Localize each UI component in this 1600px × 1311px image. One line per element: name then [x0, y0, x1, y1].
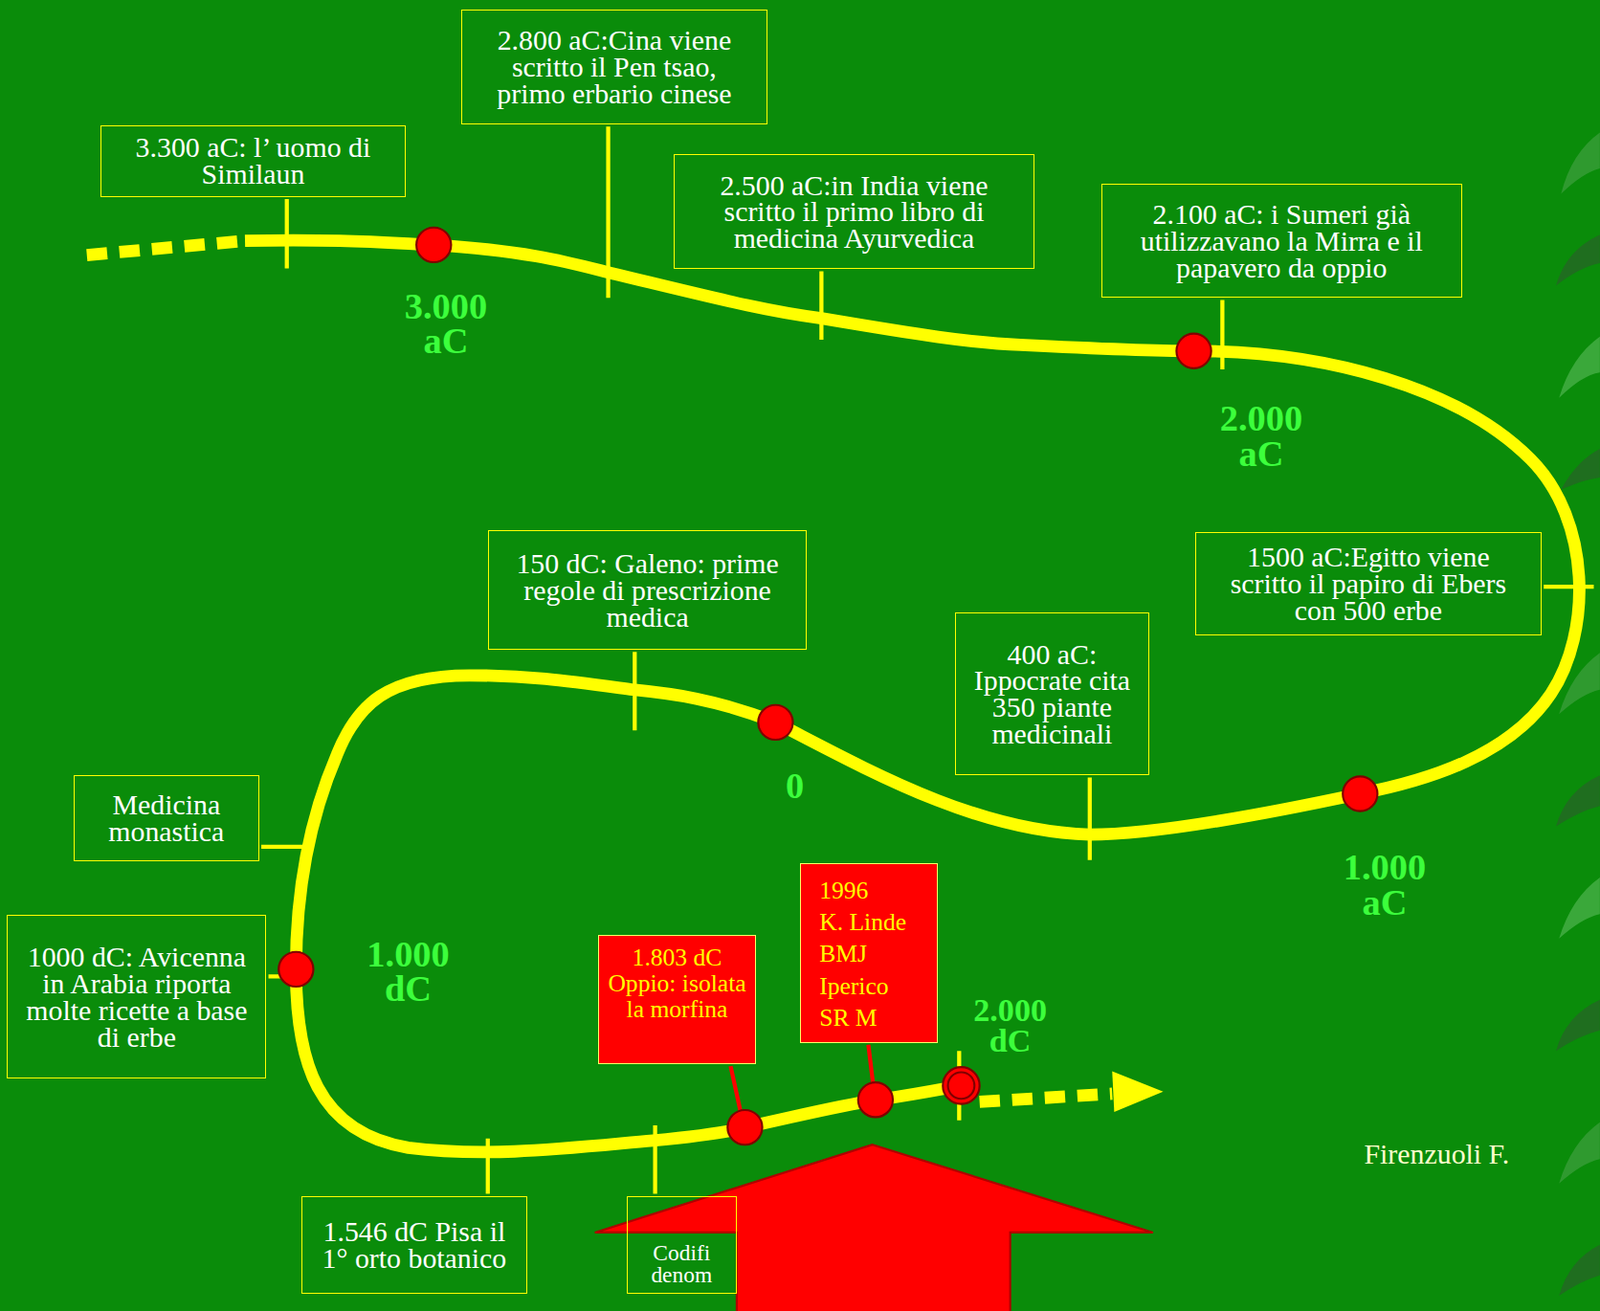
event-box: 150 dC: Galeno: prime regole di prescriz… [488, 530, 808, 650]
event-text: 1000 dC: Avicenna in Arabia riporta molt… [16, 943, 258, 1050]
event-box: 2.100 aC: i Sumeri già utilizzavano la M… [1101, 183, 1463, 298]
event-dot [727, 1110, 762, 1145]
event-text: 2.100 aC: i Sumeri già utilizzavano la M… [1115, 200, 1447, 281]
author-credit: Firenzuoli F. [1334, 1140, 1539, 1168]
era-dot [1176, 333, 1211, 369]
event-text: 1500 aC:Egitto viene scritto il papiro d… [1207, 543, 1529, 623]
event-text: 2.500 aC:in India viene scritto il primo… [688, 172, 1021, 252]
event-text: K. Linde [819, 906, 929, 938]
palm-leaf [1560, 448, 1600, 490]
event-text: SR M [819, 1001, 929, 1034]
era-dot [757, 705, 793, 740]
era-dot [1342, 776, 1378, 811]
era-label: 1.000 aC [1328, 849, 1441, 920]
event-box: 400 aC: Ippocrate cita 350 piante medici… [955, 612, 1150, 777]
event-text: 2.800 aC:Cina viene scritto il Pen tsao,… [476, 26, 753, 107]
event-text: Codifi denom [631, 1242, 733, 1288]
dot-ring [948, 1072, 976, 1100]
event-text: 3.300 aC: l’ uomo di Similaun [121, 133, 385, 189]
event-box: 1500 aC:Egitto viene scritto il papiro d… [1195, 532, 1543, 637]
big-arrow [595, 1144, 1154, 1311]
palm-leaf [1560, 133, 1600, 195]
palm-leaf [1555, 775, 1600, 826]
hidden-event-box: Codifi denom [626, 1196, 737, 1294]
event-box: 1.546 dC Pisa il 1° orto botanico [301, 1196, 529, 1294]
palm-leaf [1558, 1122, 1600, 1184]
era-dot [942, 1066, 979, 1104]
palm-leaf [1558, 336, 1600, 399]
timeline-curve [244, 240, 1579, 1153]
palm-leaf [1558, 1244, 1600, 1296]
era-label: 1.000 dC [352, 936, 465, 1007]
event-text: 1.803 dC Oppio: isolata la morfina [604, 945, 749, 1023]
event-dot [858, 1082, 893, 1117]
event-text: 400 aC: Ippocrate cita 350 piante medici… [964, 641, 1141, 748]
event-box: 2.800 aC:Cina viene scritto il Pen tsao,… [461, 9, 768, 125]
palm-leaf [1555, 234, 1600, 286]
era-dot [416, 227, 451, 263]
event-text: BMJ [819, 937, 929, 970]
era-label: 2.000 dC [958, 995, 1062, 1058]
era-label: 3.000 aC [389, 288, 502, 359]
event-box: 3.300 aC: l’ uomo di Similaun [100, 125, 407, 198]
timeline-arrowhead [1111, 1070, 1163, 1112]
event-text: 1996 [819, 874, 929, 907]
timeline-dots [87, 241, 245, 256]
era-dot [278, 952, 313, 987]
event-box: 2.500 aC:in India viene scritto il primo… [673, 154, 1035, 269]
event-text: 1.546 dC Pisa il 1° orto botanico [318, 1218, 512, 1272]
highlight-box: 1.803 dC Oppio: isolata la morfina [598, 934, 756, 1065]
highlight-box: 1996K. LindeBMJIpericoSR M [800, 863, 938, 1044]
era-label: 2.000 aC [1204, 400, 1317, 471]
era-label: 0 [764, 768, 826, 803]
palm-leaf [1555, 1000, 1600, 1051]
leader-line [261, 126, 1594, 1194]
event-box: 1000 dC: Avicenna in Arabia riporta molt… [6, 914, 267, 1079]
palm-leaf [1558, 877, 1600, 939]
event-text: 150 dC: Galeno: prime regole di prescriz… [500, 550, 794, 630]
event-text: Iperico [819, 970, 929, 1002]
timeline-dots [979, 1093, 1113, 1103]
event-text: Medicina monastica [82, 791, 250, 845]
event-box: Medicina monastica [73, 775, 260, 862]
